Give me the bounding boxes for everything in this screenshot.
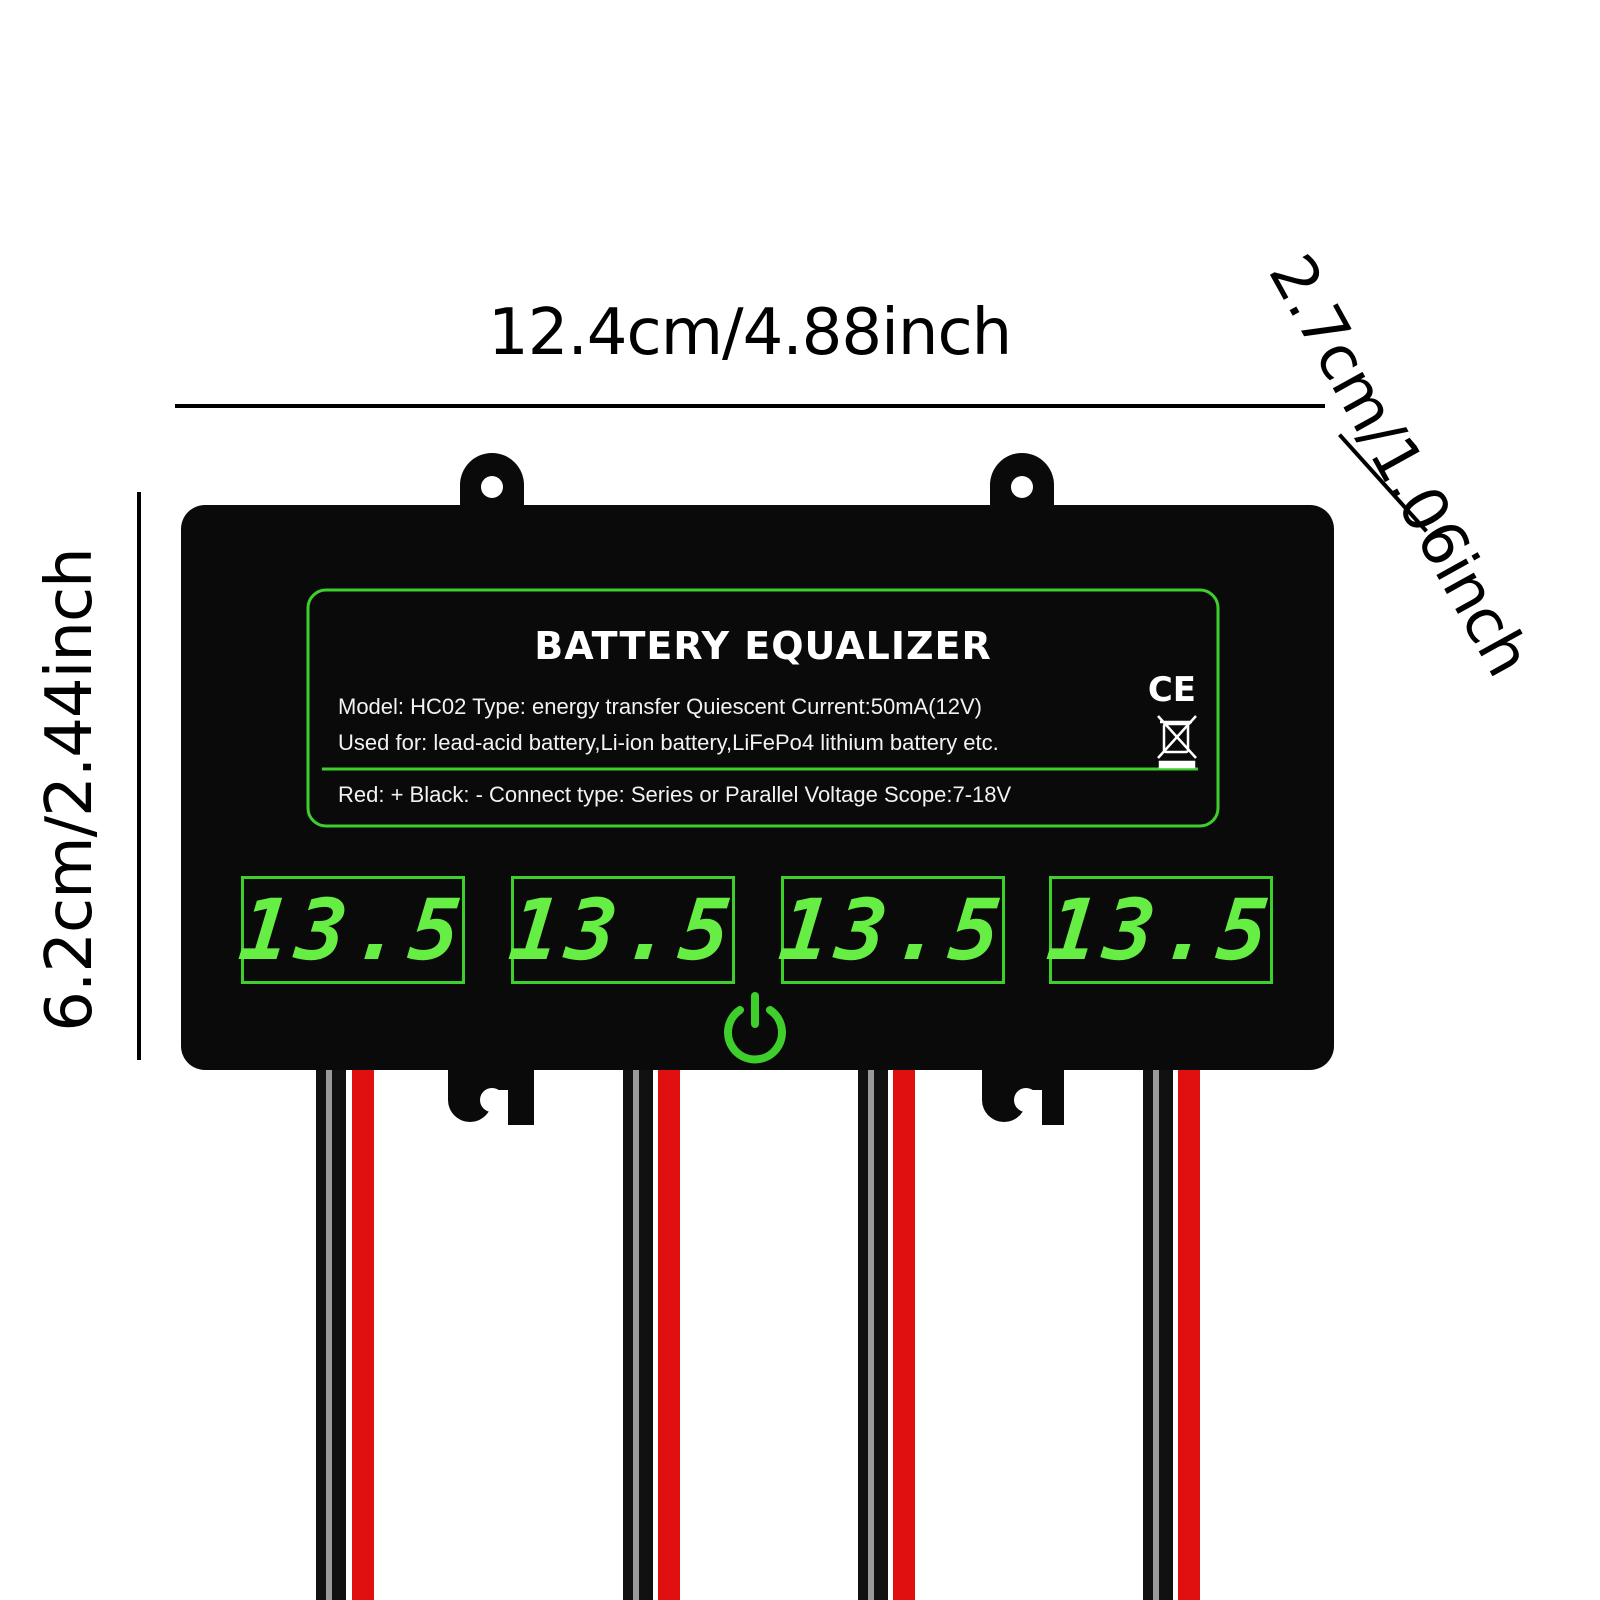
wire-pair-2 [623, 1060, 680, 1600]
wire-pair-4 [1143, 1060, 1200, 1600]
label-frame [306, 588, 1220, 828]
voltage-value: 13.5 [504, 881, 742, 979]
wire-pair-3 [858, 1060, 915, 1600]
spec-model-type: Model: HC02 Type: energy transfer Quiesc… [338, 694, 983, 719]
black-wire-highlight [326, 1060, 332, 1600]
ce-mark: CE [1147, 670, 1196, 710]
voltage-value: 13.5 [234, 881, 472, 979]
width-dimension-label: 12.4cm/4.88inch [488, 296, 1012, 370]
voltage-display-1: 13.5 [234, 876, 472, 984]
red-wire [893, 1060, 915, 1600]
red-wire [658, 1060, 680, 1600]
black-wire-highlight [633, 1060, 639, 1600]
power-icon [724, 992, 786, 1064]
red-wire [352, 1060, 374, 1600]
product-label: BATTERY EQUALIZER Model: HC02 Type: ener… [308, 590, 1218, 826]
voltage-display-3: 13.5 [774, 876, 1012, 984]
width-dimension-line [175, 404, 1325, 408]
voltage-value: 13.5 [774, 881, 1012, 979]
device-body [181, 505, 1334, 1070]
label-title: BATTERY EQUALIZER [534, 624, 992, 668]
voltage-display-4: 13.5 [1042, 876, 1280, 984]
spec-used-for: Used for: lead-acid battery,Li-ion batte… [338, 730, 999, 755]
wire-pair-1 [316, 1060, 374, 1600]
height-dimension-line [137, 492, 141, 1060]
black-wire-highlight [868, 1060, 874, 1600]
voltage-value: 13.5 [1042, 881, 1280, 979]
spec-connection: Red: + Black: - Connect type: Series or … [338, 782, 1012, 807]
mounting-tabs [448, 453, 1064, 1125]
weee-bin-icon [1157, 715, 1197, 769]
red-wire [1178, 1060, 1200, 1600]
voltage-display-2: 13.5 [504, 876, 742, 984]
black-wire-highlight [1153, 1060, 1159, 1600]
